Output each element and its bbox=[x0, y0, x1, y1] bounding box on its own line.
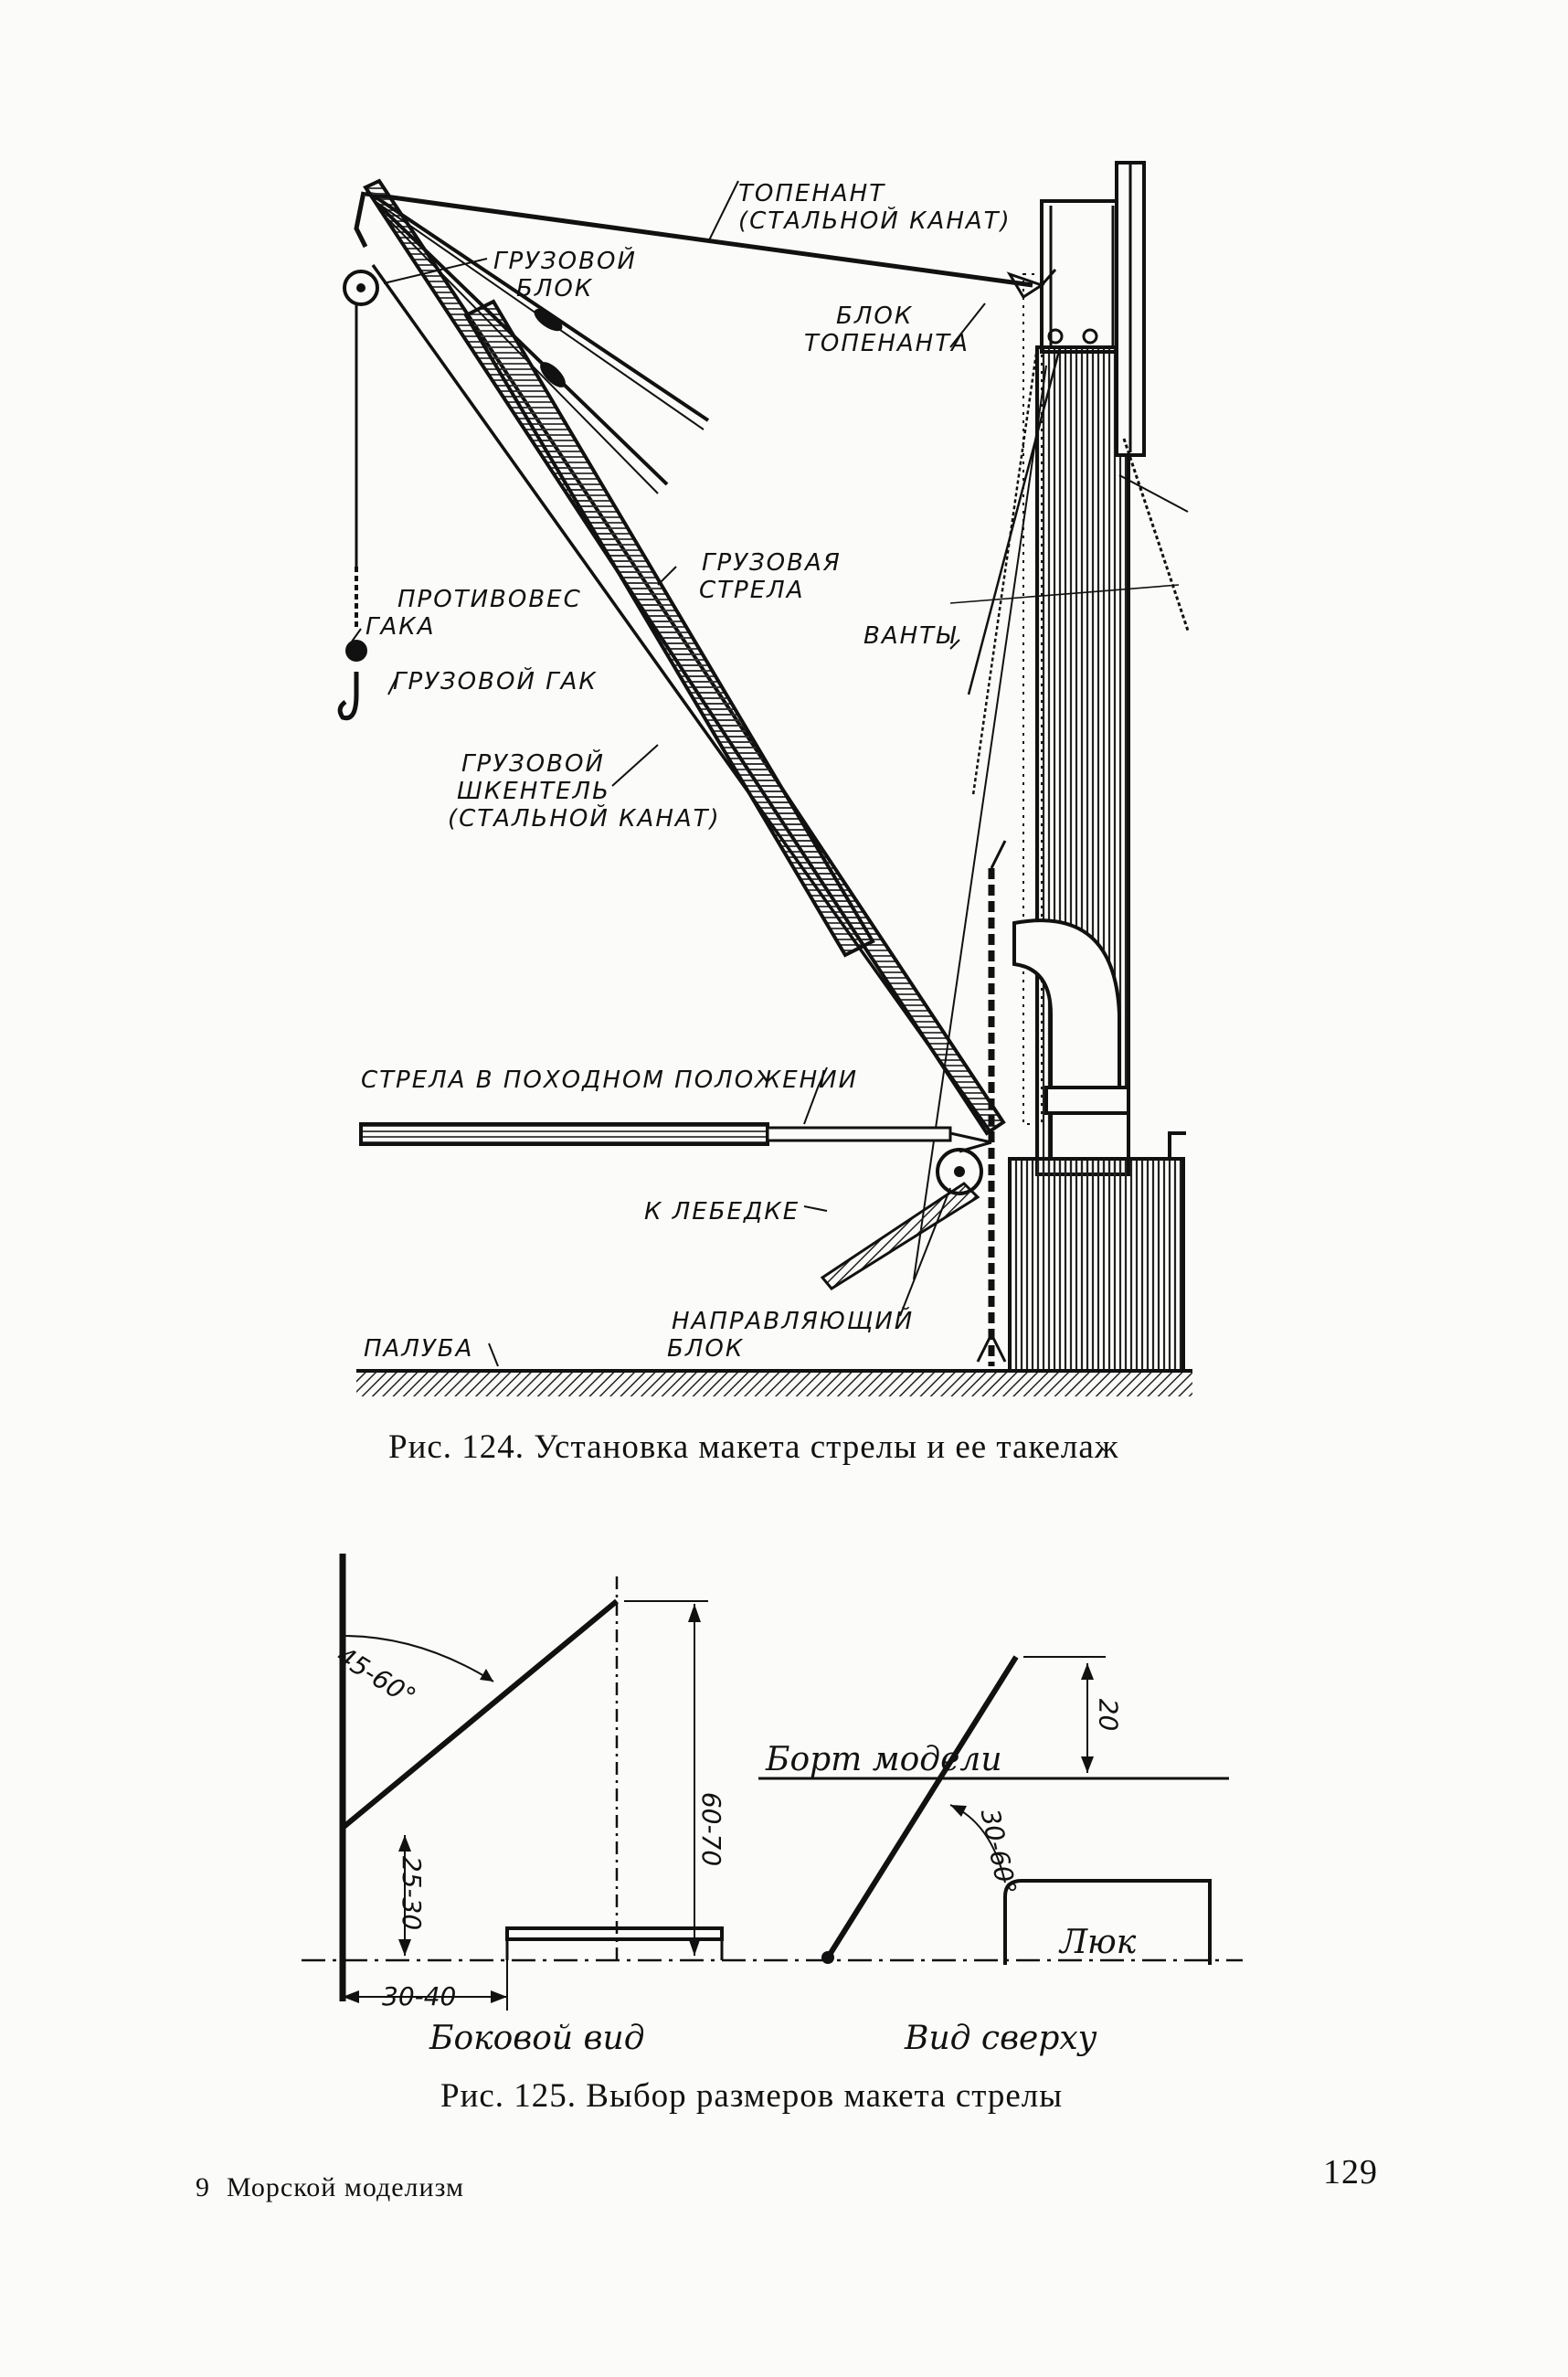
cargo-boom bbox=[363, 178, 1006, 1136]
top-side-label: Борт модели bbox=[766, 1741, 1002, 1778]
label-runner-2: ШКЕНТЕЛЬ bbox=[457, 778, 610, 805]
side-view-title: Боковой вид bbox=[429, 2020, 645, 2057]
hook-assembly bbox=[337, 191, 379, 721]
top-hatch-label: Люк bbox=[1060, 1924, 1137, 1961]
mast bbox=[1022, 161, 1146, 1176]
figure-124-caption: Рис. 124. Установка макета стрелы и ее т… bbox=[388, 1428, 1119, 1466]
book-title: Морской моделизм bbox=[227, 2172, 464, 2202]
label-topping-lift: ТОПЕНАНТ bbox=[738, 180, 886, 207]
label-cargo-hook: ГРУЗОВОЙ ГАК bbox=[393, 668, 598, 695]
stowed-boom bbox=[359, 1122, 992, 1146]
label-cargo-boom-2: СТРЕЛА bbox=[699, 577, 805, 604]
top-distance-label: 20 bbox=[1093, 1698, 1124, 1732]
label-cargo-block-2: БЛОК bbox=[516, 275, 594, 302]
label-topping-lift-note: (СТАЛЬНОЙ КАНАТ) bbox=[738, 207, 1012, 235]
label-deck: ПАЛУБА bbox=[364, 1335, 474, 1363]
label-runner-3: (СТАЛЬНОЙ КАНАТ) bbox=[448, 805, 721, 833]
label-runner-1: ГРУЗОВОЙ bbox=[461, 750, 605, 778]
side-offset-label: 30-40 bbox=[382, 1981, 457, 2011]
top-view-title: Вид сверху bbox=[905, 2020, 1097, 2057]
side-height-label: 60-70 bbox=[696, 1791, 727, 1867]
guy-tackles bbox=[373, 195, 710, 494]
chain bbox=[976, 840, 1007, 1366]
label-leaders bbox=[351, 180, 986, 1367]
label-guide-block-1: НАПРАВЛЯЮЩИЙ bbox=[672, 1308, 915, 1335]
label-to-winch: К ЛЕБЕДКЕ bbox=[644, 1198, 800, 1226]
label-topping-block-2: ТОПЕНАНТА bbox=[804, 330, 969, 357]
label-stowed-boom: СТРЕЛА В ПОХОДНОМ ПОЛОЖЕНИИ bbox=[361, 1066, 859, 1094]
ventilator bbox=[1012, 918, 1130, 1161]
top-view bbox=[758, 1655, 1229, 1965]
label-counterweight: ПРОТИВОВЕС bbox=[397, 586, 582, 613]
cargo-runner bbox=[355, 263, 993, 1135]
label-guide-block-2: БЛОК bbox=[667, 1335, 745, 1363]
page-number: 129 bbox=[1323, 2153, 1378, 2191]
deckhouse bbox=[1008, 1131, 1186, 1373]
label-shrouds: ВАНТЫ bbox=[863, 622, 958, 650]
side-base-height-label: 25-30 bbox=[397, 1855, 428, 1931]
label-topping-block-1: БЛОК bbox=[836, 302, 914, 330]
side-view bbox=[339, 1554, 724, 2011]
signature-mark: 9 bbox=[196, 2172, 210, 2202]
topping-lift bbox=[365, 191, 1057, 300]
guide-block bbox=[820, 1141, 992, 1290]
label-hook-suffix: ГАКА bbox=[366, 613, 436, 641]
label-cargo-boom-1: ГРУЗОВАЯ bbox=[702, 549, 842, 577]
figure-125-caption: Рис. 125. Выбор размеров макета стрелы bbox=[440, 2077, 1064, 2115]
label-cargo-block-1: ГРУЗОВОЙ bbox=[493, 248, 637, 275]
